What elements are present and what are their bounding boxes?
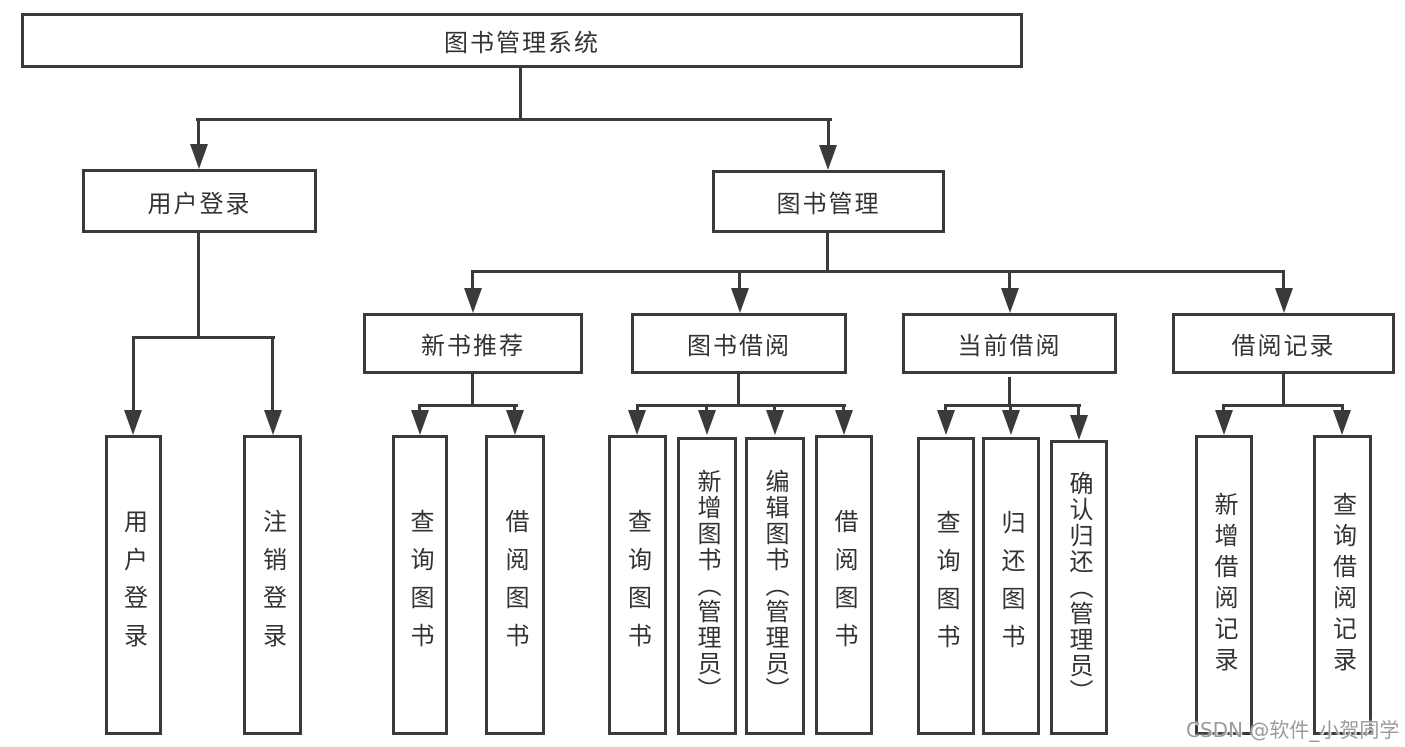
connector-line xyxy=(1222,404,1225,414)
connector-line xyxy=(737,374,740,407)
leaf-query-books-current: 查询图书 xyxy=(917,437,975,735)
arrow-down-icon xyxy=(628,410,646,435)
connector-line xyxy=(1077,404,1080,418)
node-new-book-recommend: 新书推荐 xyxy=(363,313,583,374)
arrow-down-icon xyxy=(411,410,429,435)
connector-line xyxy=(1008,377,1011,407)
arrow-down-icon xyxy=(731,288,749,313)
node-label: 用户登录 xyxy=(147,189,252,218)
node-borrow-records: 借阅记录 xyxy=(1172,313,1395,374)
arrow-down-icon xyxy=(124,410,142,435)
node-label: 归还图书 xyxy=(997,510,1025,662)
node-label: 新增借阅记录 xyxy=(1210,492,1238,678)
node-label: 查询图书 xyxy=(932,510,960,662)
leaf-query-books-recommend: 查询图书 xyxy=(392,435,448,735)
connector-line xyxy=(418,404,421,414)
leaf-return-books: 归还图书 xyxy=(982,437,1040,735)
node-label: 查询借阅记录 xyxy=(1328,492,1357,678)
connector-line xyxy=(196,118,832,121)
connector-line xyxy=(519,65,522,121)
node-label: 查询图书 xyxy=(406,509,434,661)
node-label: 编辑图书（管理员） xyxy=(761,469,789,703)
leaf-confirm-return-admin: 确认归还（管理员） xyxy=(1050,440,1108,735)
arrow-down-icon xyxy=(1333,410,1351,435)
connector-line xyxy=(827,118,830,148)
connector-line xyxy=(513,404,516,414)
node-root-library-system: 图书管理系统 xyxy=(21,13,1023,68)
arrow-down-icon xyxy=(937,410,955,435)
connector-line xyxy=(1008,270,1011,292)
connector-line xyxy=(842,404,845,414)
arrow-down-icon xyxy=(1001,288,1019,313)
connector-line xyxy=(271,336,274,413)
node-current-borrow: 当前借阅 xyxy=(902,313,1117,374)
csdn-watermark: CSDN @软件_小贺同学 xyxy=(1186,718,1400,742)
node-label: 新书推荐 xyxy=(421,332,525,360)
connector-line xyxy=(705,404,708,414)
connector-line xyxy=(418,404,518,407)
node-label: 图书管理 xyxy=(776,190,881,218)
connector-line xyxy=(636,404,639,414)
arrow-down-icon xyxy=(835,410,853,435)
connector-line xyxy=(826,233,829,273)
node-label: 图书管理系统 xyxy=(444,29,600,57)
connector-line xyxy=(636,404,846,407)
connector-line xyxy=(738,270,741,292)
node-user-login: 用户登录 xyxy=(82,169,317,233)
connector-line xyxy=(1009,404,1012,414)
arrow-down-icon xyxy=(1215,410,1233,435)
leaf-query-borrow-record: 查询借阅记录 xyxy=(1313,435,1372,735)
node-label: 借阅图书 xyxy=(830,509,858,661)
arrow-down-icon xyxy=(464,288,482,313)
connector-line xyxy=(471,374,474,407)
node-book-management: 图书管理 xyxy=(712,170,945,233)
arrow-down-icon xyxy=(1070,415,1088,440)
connector-line xyxy=(1341,404,1344,414)
connector-line xyxy=(132,336,135,413)
leaf-borrow-books-recommend: 借阅图书 xyxy=(485,435,545,735)
connector-line xyxy=(471,270,1285,273)
leaf-add-borrow-record: 新增借阅记录 xyxy=(1195,435,1253,735)
arrow-down-icon xyxy=(766,410,784,435)
connector-line xyxy=(1282,270,1285,292)
leaf-logout: 注销登录 xyxy=(243,435,302,735)
connector-line xyxy=(132,336,275,339)
node-label: 查询图书 xyxy=(623,509,652,661)
arrow-down-icon xyxy=(506,410,524,435)
node-label: 借阅图书 xyxy=(501,509,529,661)
node-label: 借阅记录 xyxy=(1231,332,1336,360)
node-label: 当前借阅 xyxy=(957,332,1062,360)
connector-line xyxy=(471,270,474,292)
leaf-add-books-admin: 新增图书（管理员） xyxy=(677,437,737,735)
node-label: 确认归还（管理员） xyxy=(1065,470,1093,705)
connector-line xyxy=(944,404,1081,407)
arrow-down-icon xyxy=(1275,288,1293,313)
node-label: 用户登录 xyxy=(119,509,148,661)
connector-line xyxy=(1222,404,1344,407)
connector-line xyxy=(1282,374,1285,407)
arrow-down-icon xyxy=(1002,410,1020,435)
arrow-down-icon xyxy=(190,144,208,169)
leaf-query-books-borrow: 查询图书 xyxy=(608,435,667,735)
node-label: 注销登录 xyxy=(258,509,287,661)
connector-line xyxy=(197,233,200,339)
leaf-user-login: 用户登录 xyxy=(105,435,162,735)
arrow-down-icon xyxy=(819,145,837,170)
connector-line xyxy=(197,118,200,148)
node-label: 图书借阅 xyxy=(687,332,791,360)
node-label: 新增图书（管理员） xyxy=(693,469,721,703)
node-book-borrow: 图书借阅 xyxy=(631,313,847,374)
connector-line xyxy=(944,404,947,414)
leaf-edit-books-admin: 编辑图书（管理员） xyxy=(745,437,805,735)
connector-line xyxy=(773,404,776,414)
leaf-borrow-books: 借阅图书 xyxy=(815,435,873,735)
arrow-down-icon xyxy=(698,410,716,435)
arrow-down-icon xyxy=(264,410,282,435)
